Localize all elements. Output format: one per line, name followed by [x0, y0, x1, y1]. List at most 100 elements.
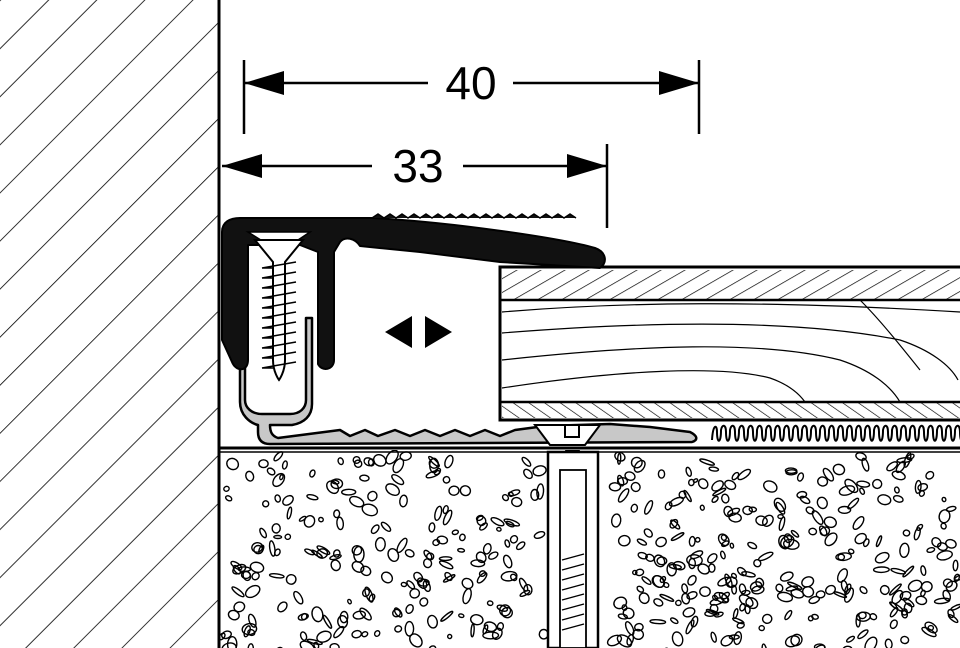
pebble	[279, 474, 284, 481]
pebble	[469, 614, 484, 626]
screw-thread	[261, 291, 297, 299]
dimension-40-label: 40	[445, 57, 496, 109]
pebble	[655, 536, 667, 548]
pebble	[823, 516, 837, 529]
pebble	[461, 577, 474, 590]
pebble	[953, 573, 960, 582]
pebble	[624, 621, 635, 636]
pebble	[708, 466, 720, 472]
pebble	[776, 591, 794, 603]
pebble	[796, 490, 808, 499]
pebble	[856, 480, 871, 488]
pebble	[643, 528, 653, 538]
floor-board	[498, 265, 960, 422]
pebble	[889, 619, 898, 630]
pebble	[824, 532, 838, 547]
screw-thread	[261, 301, 297, 309]
pebble	[244, 584, 261, 599]
pebble	[262, 500, 270, 508]
pebble	[784, 635, 801, 648]
pebble	[428, 457, 439, 474]
pebble	[391, 474, 405, 486]
pebble	[859, 586, 868, 595]
pebble	[902, 529, 911, 537]
pebble	[710, 631, 717, 643]
pebble	[889, 606, 899, 618]
pebble	[351, 544, 363, 556]
pebble	[501, 493, 510, 502]
pebble	[636, 585, 645, 593]
pebble	[297, 613, 309, 621]
plug-rib	[561, 573, 585, 581]
pebble	[385, 483, 400, 497]
pebble	[728, 512, 742, 523]
pebble	[608, 482, 622, 492]
pebble	[891, 470, 906, 481]
pebble	[440, 610, 454, 622]
pebble	[732, 608, 739, 619]
pebble	[427, 614, 438, 629]
pebble	[931, 537, 942, 548]
pebble	[630, 481, 641, 493]
pebble	[316, 548, 329, 559]
pebble	[844, 478, 859, 494]
pebble	[719, 550, 726, 560]
pebble	[352, 455, 361, 465]
pebble	[681, 583, 689, 594]
dimension-33-label: 33	[392, 140, 443, 192]
pebble	[425, 469, 441, 479]
pebble	[329, 553, 342, 561]
pebble	[638, 592, 650, 605]
pebble	[478, 570, 487, 578]
pebble	[945, 538, 957, 549]
pebble	[508, 489, 521, 497]
pebble	[442, 475, 451, 484]
dimension-40: 40	[242, 57, 701, 134]
pebble	[370, 524, 380, 535]
pebble	[488, 551, 499, 560]
pebble	[277, 601, 288, 613]
pebble	[900, 608, 909, 616]
pebble	[309, 469, 316, 478]
pebble	[313, 641, 320, 648]
pebble	[428, 522, 436, 533]
pebble	[457, 547, 466, 553]
pebble	[434, 505, 443, 522]
pebble	[367, 490, 378, 502]
pebble	[945, 505, 957, 513]
pebble	[785, 469, 798, 476]
pebble	[872, 566, 890, 574]
pebble	[637, 551, 648, 560]
pebble	[699, 458, 716, 466]
pebble	[699, 586, 711, 598]
pebble	[790, 529, 800, 538]
pebble	[521, 456, 532, 467]
screw-thread	[261, 311, 297, 319]
pebble	[926, 546, 936, 554]
pebble	[731, 617, 745, 625]
pebble	[268, 540, 276, 557]
pebble	[649, 619, 667, 625]
pebble	[221, 642, 237, 648]
pebble	[523, 468, 533, 480]
pebble	[892, 494, 904, 503]
pebble	[855, 452, 867, 461]
pebble	[852, 516, 865, 530]
pebble	[720, 635, 734, 647]
pebble	[451, 529, 460, 536]
pebble	[470, 559, 486, 568]
pebble	[687, 478, 695, 487]
pebble	[332, 549, 341, 558]
pebble	[416, 577, 428, 590]
pebble	[694, 536, 701, 543]
pebble	[459, 485, 472, 497]
pebble	[855, 614, 861, 628]
pebble	[799, 495, 811, 505]
pebble	[500, 570, 518, 582]
pebble	[286, 506, 293, 520]
pebble	[221, 630, 232, 640]
pebble	[380, 571, 394, 584]
pebble	[697, 478, 709, 490]
pebble	[479, 522, 488, 531]
